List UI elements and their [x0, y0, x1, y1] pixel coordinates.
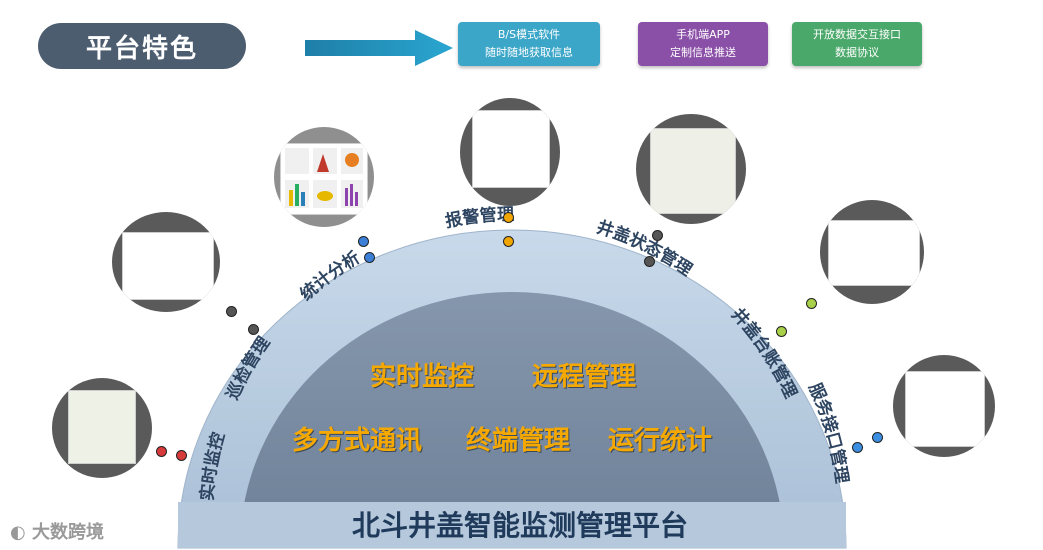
connector-dot [248, 324, 259, 335]
arrow-right-icon [305, 30, 455, 66]
connector-dot [358, 236, 369, 247]
connector-dot [226, 306, 237, 317]
thumbnail-charts-bubble [274, 127, 374, 227]
center-item: 终端管理 [466, 426, 571, 456]
connector-dot [872, 432, 883, 443]
connector-dot [176, 450, 187, 461]
center-item: 远程管理 [532, 362, 637, 392]
connector-dot [644, 256, 655, 267]
thumbnail-status-map-bubble [636, 114, 746, 224]
feature-line1: B/S模式软件 [497, 28, 561, 41]
thumbnail-api-bubble [893, 355, 995, 457]
connector-dot [364, 252, 375, 263]
feature-line2: 定制信息推送 [670, 46, 736, 59]
connector-dot [503, 236, 514, 247]
center-item: 运行统计 [608, 426, 713, 456]
feature-line1: 手机端APP [676, 28, 730, 41]
feature-line2: 数据协议 [835, 46, 879, 59]
thumbnail-ledger-bubble [820, 200, 924, 304]
connector-dot [156, 446, 167, 457]
thumbnail-map-bubble [52, 378, 152, 478]
connector-dot [652, 230, 663, 241]
feature-line2: 随时随地获取信息 [485, 46, 573, 59]
feature-open-api: 开放数据交互接口 数据协议 [792, 22, 922, 66]
thumbnail-alarm-bubble [460, 98, 560, 206]
platform-title: 北斗井盖智能监测管理平台 [351, 509, 688, 542]
connector-dot [776, 326, 787, 337]
connector-dot [852, 442, 863, 453]
feature-line1: 开放数据交互接口 [813, 28, 901, 41]
feature-mobile-app: 手机端APP 定制信息推送 [638, 22, 768, 66]
connector-dot [503, 212, 514, 223]
thumbnail-inspection-bubble [112, 212, 220, 312]
watermark-logo-icon: ◐ [10, 522, 32, 543]
feature-bs-software: B/S模式软件 随时随地获取信息 [458, 22, 600, 66]
watermark: ◐ 大数跨境 [10, 518, 104, 544]
center-item: 实时监控 [370, 362, 475, 392]
connector-dot [806, 298, 817, 309]
watermark-text: 大数跨境 [31, 522, 104, 543]
section-title: 平台特色 [38, 23, 246, 69]
center-item: 多方式通讯 [292, 426, 423, 456]
